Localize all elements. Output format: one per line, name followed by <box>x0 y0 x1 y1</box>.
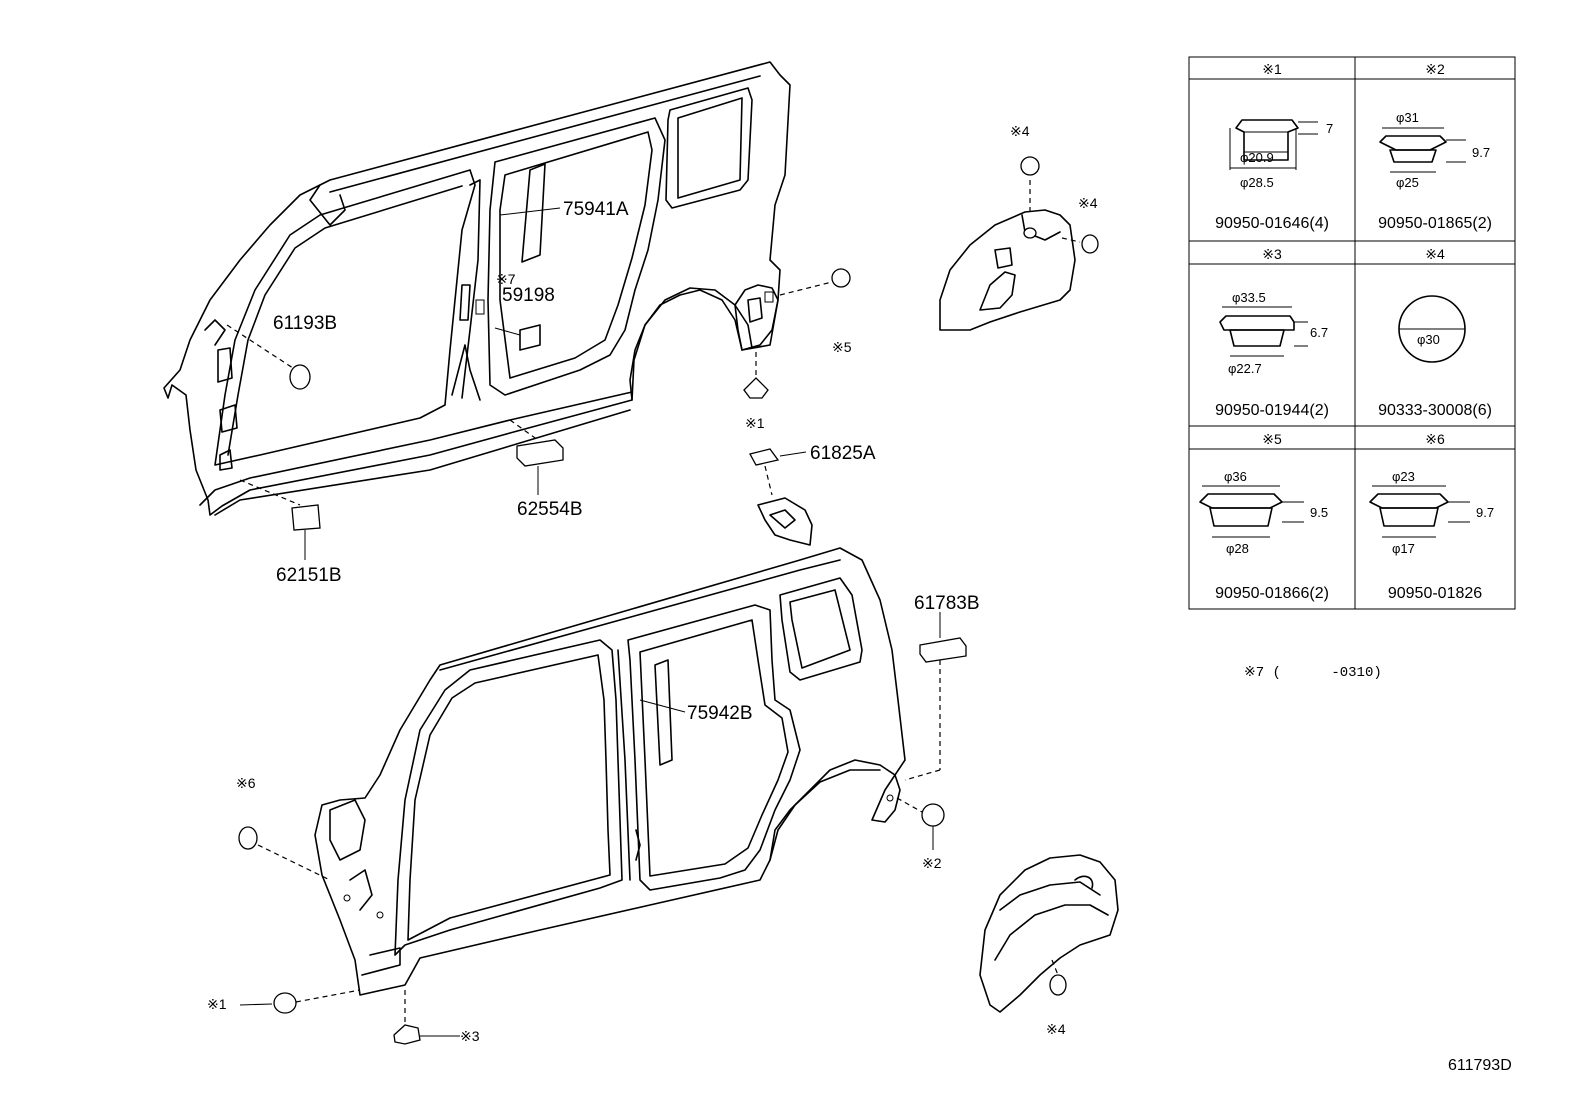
legend-table-frame <box>1188 56 1516 610</box>
upper-side-panel <box>163 61 791 516</box>
lower-wheelhouse <box>979 854 1119 1013</box>
legend-dim-3-bottom: φ22.7 <box>1228 361 1262 376</box>
legend-part-no-3: 90950-01944(2) <box>1215 402 1329 419</box>
legend-dim-2-bottom: φ25 <box>1396 175 1419 190</box>
legend-dim-3-top: φ33.5 <box>1232 290 1266 305</box>
legend-dim-5-top: φ36 <box>1224 469 1247 484</box>
legend-dim-2-top: φ31 <box>1396 110 1419 125</box>
legend-part-no-1: 90950-01646(4) <box>1215 215 1329 232</box>
legend-header-4: ※4 <box>1425 246 1445 262</box>
legend-icon-2 <box>1379 127 1466 173</box>
note-marker-59198: ※7 <box>496 271 516 287</box>
legend-dim-1-inner: φ20.9 <box>1240 150 1274 165</box>
legend-icon-3 <box>1219 306 1308 357</box>
legend-dim-6-top: φ23 <box>1392 469 1415 484</box>
part-label-75941A: 75941A <box>563 199 629 220</box>
legend-part-no-2: 90950-01865(2) <box>1378 215 1492 232</box>
legend-header-2: ※2 <box>1425 61 1445 77</box>
part-label-61193B: 61193B <box>273 313 338 334</box>
part-label-59198: 59198 <box>502 285 555 306</box>
part-label-61783B: 61783B <box>914 593 980 614</box>
legend-dim-3-h: 6.7 <box>1310 325 1329 340</box>
legend-part-no-5: 90950-01866(2) <box>1215 585 1329 602</box>
marker-1-lower: ※1 <box>207 996 227 1012</box>
part-label-61825A: 61825A <box>810 443 876 464</box>
legend-icon-1 <box>1229 119 1318 170</box>
part-label-62151B: 62151B <box>276 565 342 586</box>
marker-6-lower: ※6 <box>236 775 256 791</box>
marker-4-right: ※4 <box>1078 195 1098 211</box>
legend-dim-2-h: 9.7 <box>1472 145 1491 160</box>
marker-2-lower: ※2 <box>922 855 942 871</box>
upper-wheelhouse <box>939 209 1076 331</box>
legend-dim-1-outer: φ28.5 <box>1240 175 1274 190</box>
legend-header-1: ※1 <box>1262 61 1282 77</box>
part-label-75942B: 75942B <box>687 703 753 724</box>
legend-dim-5-h: 9.5 <box>1310 505 1329 520</box>
legend-icon-4 <box>1398 295 1466 363</box>
marker-3-lower: ※3 <box>460 1028 480 1044</box>
legend-dim-4: φ30 <box>1417 332 1440 347</box>
legend-part-no-6: 90950-01826 <box>1387 585 1483 602</box>
marker-4-lower: ※4 <box>1046 1021 1066 1037</box>
legend-icon-5 <box>1199 485 1304 538</box>
part-label-62554B: 62554B <box>517 499 583 520</box>
note-7: ※7 ( -0310) <box>1244 665 1382 681</box>
lower-side-panel <box>314 547 906 996</box>
marker-5-upper: ※5 <box>832 339 852 355</box>
legend-dim-1-h: 7 <box>1326 121 1334 136</box>
legend-dim-5-bottom: φ28 <box>1226 541 1249 556</box>
legend-header-6: ※6 <box>1425 431 1445 447</box>
marker-4-top: ※4 <box>1010 123 1030 139</box>
legend-header-3: ※3 <box>1262 246 1282 262</box>
legend-header-5: ※5 <box>1262 431 1282 447</box>
diagram-id: 611793D <box>1448 1057 1512 1074</box>
legend-part-no-4: 90333-30008(6) <box>1378 402 1492 419</box>
legend-dim-6-h: 9.7 <box>1476 505 1495 520</box>
legend-dim-6-bottom: φ17 <box>1392 541 1415 556</box>
marker-1-upper: ※1 <box>745 415 765 431</box>
legend-icon-6 <box>1369 485 1470 538</box>
